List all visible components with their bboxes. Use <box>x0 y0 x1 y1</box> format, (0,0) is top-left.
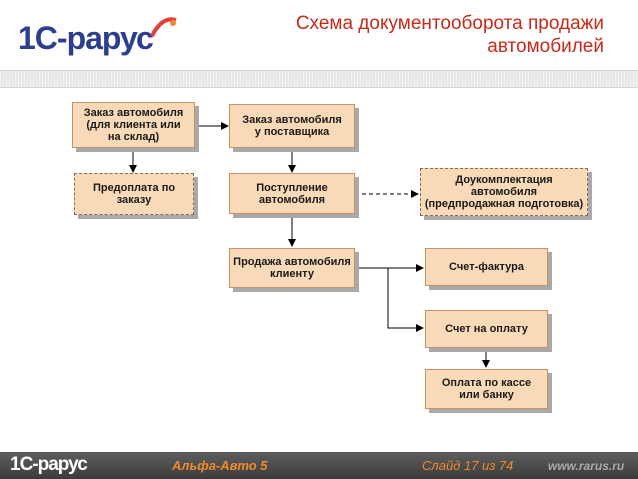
box-invoice-label: Счет-фактура <box>449 261 524 273</box>
slide-title-line2: автомобилей <box>487 36 604 57</box>
box-order-client: Заказ автомобиля (для клиента или на скл… <box>72 102 195 148</box>
slide-title-line1: Схема документооборота продажи <box>295 13 604 34</box>
footer-bar: 1С-рарус Альфа-Авто 5 Слайд 17 из 74 www… <box>0 452 638 479</box>
logo-text-part1: 1С- <box>18 20 68 56</box>
company-logo: 1С-рарус <box>14 17 177 58</box>
box-bill-label: Счет на оплату <box>445 323 528 335</box>
logo-text: 1С-рарус <box>18 20 154 57</box>
logo-swoosh-icon <box>150 17 177 37</box>
box-order-supplier-label: Заказ автомобиля у поставщика <box>242 114 342 138</box>
footer-logo: 1С-рарус <box>10 454 88 475</box>
box-bill: Счет на оплату <box>425 310 548 348</box>
box-order-client-label: Заказ автомобиля (для клиента или на скл… <box>83 107 184 143</box>
box-receipt: Поступление автомобиля <box>229 173 355 214</box>
box-prepayment: Предоплата по заказу <box>74 173 194 215</box>
box-payment: Оплата по кассе или банку <box>425 369 548 409</box>
box-prepayment-label: Предоплата по заказу <box>92 182 176 206</box>
box-receipt-label: Поступление автомобиля <box>256 181 328 206</box>
arrow-sale-to-bill <box>387 268 424 332</box>
box-sale-label: Продажа автомобиля клиенту <box>233 256 351 280</box>
box-sale: Продажа автомобиля клиенту <box>229 248 355 288</box>
slide-title: Схема документооборота продажи автомобил… <box>244 12 604 58</box>
footer-product-name: Альфа-Авто 5 <box>172 458 268 473</box>
box-order-supplier: Заказ автомобиля у поставщика <box>229 104 355 148</box>
logo-text-part2: рарус <box>66 20 154 56</box>
box-additional-equipment-label: Доукомплектация автомобиля (предпродажна… <box>424 174 584 210</box>
footer-slide-counter: Слайд 17 из 74 <box>422 458 514 473</box>
box-additional-equipment: Доукомплектация автомобиля (предпродажна… <box>420 168 588 216</box>
box-payment-label: Оплата по кассе или банку <box>441 377 532 401</box>
footer-url[interactable]: www.rarus.ru <box>548 459 625 473</box>
box-invoice: Счет-фактура <box>425 248 548 286</box>
header-band <box>0 70 638 88</box>
